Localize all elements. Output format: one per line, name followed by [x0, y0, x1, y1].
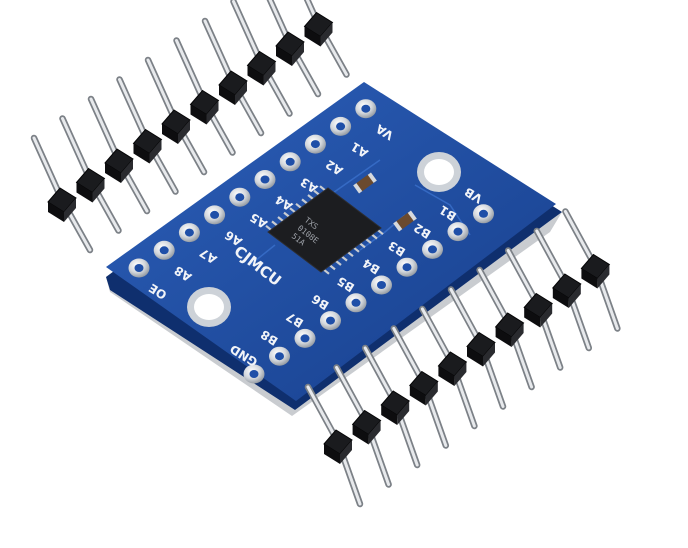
header-housing-block — [47, 187, 77, 222]
solder-pad — [345, 293, 367, 313]
solder-pad — [153, 240, 175, 260]
pin-header-upper — [30, 0, 350, 254]
solder-pad — [422, 239, 443, 259]
chip-leg — [323, 268, 330, 275]
solder-pad — [371, 275, 392, 295]
chip-leg — [335, 260, 342, 266]
chip-leg — [265, 224, 272, 231]
chip-leg — [365, 238, 372, 244]
header-housing-block — [104, 148, 134, 183]
header-housing-block — [75, 167, 106, 203]
chip-leg — [341, 255, 348, 262]
solder-pad — [320, 311, 341, 331]
chip-leg — [371, 233, 378, 240]
header-housing-block — [161, 109, 191, 144]
header-housing-block — [351, 409, 382, 445]
solder-pad — [269, 346, 290, 366]
header-housing-block — [380, 390, 410, 425]
capacitor — [393, 210, 417, 232]
capacitor — [353, 172, 377, 194]
pin-header-lower — [304, 208, 621, 508]
header-housing-block — [409, 370, 439, 406]
solder-pad — [355, 99, 377, 119]
header-pin — [116, 76, 179, 195]
chip-leg — [295, 202, 302, 209]
chip-leg — [283, 211, 290, 218]
solder-pad — [473, 204, 494, 224]
pad-row-bottom — [243, 204, 494, 384]
chip-leg — [329, 264, 336, 271]
solder-pad — [294, 328, 316, 348]
chip-leg — [301, 198, 308, 205]
header-housing-block — [132, 128, 163, 164]
solder-pad — [204, 205, 226, 225]
header-housing-block — [437, 351, 468, 386]
chip-leg — [359, 242, 366, 249]
chip-leg — [271, 220, 278, 227]
chip-leg — [347, 251, 354, 258]
mounting-hole — [187, 287, 231, 327]
level-shifter-chip: TXS 0108E 51A — [265, 185, 384, 275]
header-housing-block — [218, 70, 248, 105]
solder-pad — [254, 170, 276, 189]
chip-leg — [307, 194, 314, 200]
mounting-hole — [417, 152, 461, 192]
header-housing-block — [275, 31, 305, 66]
header-housing-block — [523, 292, 553, 328]
solder-pad — [243, 364, 265, 384]
header-housing-block — [494, 312, 525, 347]
solder-pad — [447, 222, 469, 242]
chip-leg — [313, 189, 320, 196]
chip-leg — [377, 229, 384, 236]
chip-leg — [319, 185, 326, 192]
solder-pad — [304, 134, 326, 154]
solder-pad — [128, 258, 150, 278]
header-housing-block — [303, 11, 334, 47]
header-housing-block — [466, 331, 496, 367]
header-housing-block — [246, 50, 277, 86]
chip-leg — [353, 246, 360, 253]
solder-pad — [229, 187, 251, 207]
solder-pad — [178, 223, 200, 243]
header-housing-block — [552, 273, 582, 308]
chip-leg — [277, 216, 284, 222]
solder-pad — [396, 257, 418, 277]
pad-row-top — [128, 99, 377, 278]
chip-leg — [289, 207, 296, 214]
header-housing-block — [189, 89, 220, 125]
header-housing-block — [323, 429, 353, 464]
solder-pad — [279, 152, 301, 172]
header-housing-block — [580, 253, 611, 289]
solder-pad — [330, 116, 352, 136]
